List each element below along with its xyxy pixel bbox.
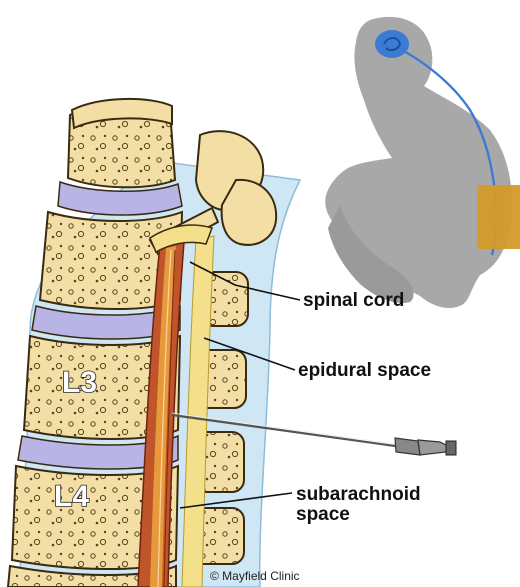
label-epidural-space: epidural space <box>298 360 431 381</box>
brain-icon <box>375 30 409 58</box>
patient-silhouette <box>325 17 520 308</box>
label-subarachnoid-line1: subarachnoid <box>296 484 421 505</box>
injection-zone-marker <box>477 185 520 249</box>
label-subarachnoid-line2: space <box>296 504 350 525</box>
label-spinal-cord: spinal cord <box>303 290 404 311</box>
label-l3: L3 <box>62 366 97 399</box>
spine-cross-section <box>8 99 300 587</box>
label-l4: L4 <box>54 480 89 513</box>
copyright-credit: © Mayfield Clinic <box>210 569 300 583</box>
